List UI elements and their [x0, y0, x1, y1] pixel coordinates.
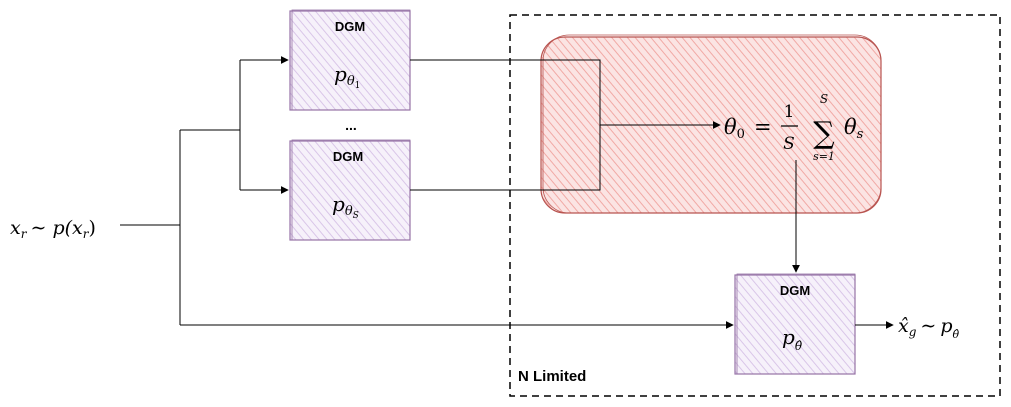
svg-text:∑: ∑: [813, 116, 835, 151]
connector-dgm-top-out: [410, 59, 601, 125]
aggregation-formula: θ0 = 1 S S ∑ s=1 θs: [724, 92, 864, 163]
dgm-bottom-param: pθS: [332, 192, 359, 221]
dgm-box-theta-hat: [734, 273, 856, 375]
svg-text:S: S: [820, 92, 828, 106]
dgm-final-label: DGM: [780, 283, 810, 298]
svg-text:θ0: θ0: [724, 115, 745, 142]
output-distribution: x̂g∼pθ̂: [898, 315, 960, 341]
svg-text:s=1: s=1: [813, 150, 835, 163]
dgm-box-theta-S: [289, 139, 411, 241]
svg-text:=: =: [754, 115, 772, 139]
input-distribution: xr∼ p(xr): [10, 217, 96, 241]
dgm-final-param: pθ̂: [782, 325, 803, 353]
svg-text:S: S: [783, 134, 795, 154]
dgm-top-param: pθ1: [334, 62, 360, 91]
ellipsis: ...: [345, 117, 357, 133]
n-limited-label: N Limited: [518, 368, 586, 385]
connector-dgm-bottom-out: [410, 125, 601, 191]
dgm-bottom-label: DGM: [333, 149, 363, 164]
svg-text:1: 1: [784, 102, 795, 122]
svg-text:θs: θs: [844, 115, 864, 142]
dgm-top-label: DGM: [335, 19, 365, 34]
n-limited-region: [509, 14, 1001, 397]
